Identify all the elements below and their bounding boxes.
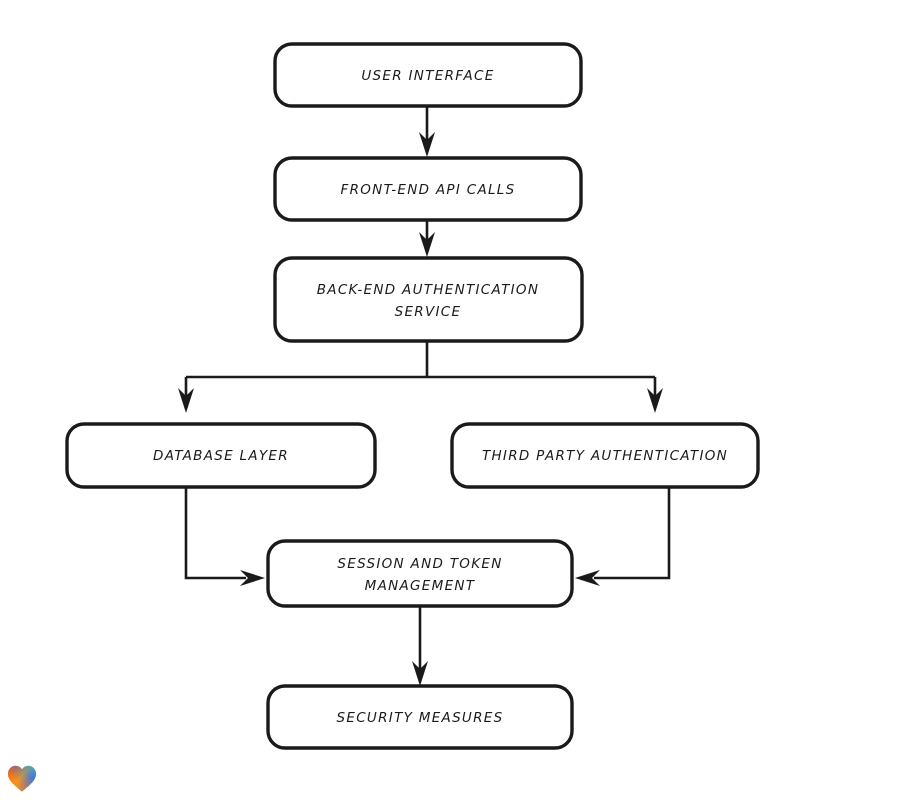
node-database-layer[interactable]: DATABASE LAYER <box>65 422 377 489</box>
node-back-end-authentication-service-box[interactable] <box>273 256 584 343</box>
node-session-and-token-management-label-line2: MANAGEMENT <box>365 578 476 594</box>
edge-backend-split <box>186 341 655 379</box>
node-back-end-authentication-service-label-line2: SERVICE <box>395 304 462 320</box>
node-front-end-api-calls-box[interactable] <box>273 156 583 222</box>
edge-ui-to-frontend <box>419 106 435 157</box>
heart-icon <box>7 765 37 792</box>
node-security-measures[interactable]: SECURITY MEASURES <box>266 684 574 750</box>
node-front-end-api-calls[interactable]: FRONT-END API CALLS <box>273 156 583 222</box>
node-third-party-authentication-label: THIRD PARTY AUTHENTICATION <box>482 448 728 464</box>
node-back-end-authentication-service[interactable]: BACK-END AUTHENTICATION SERVICE <box>273 256 584 343</box>
edge-backend-to-database <box>178 377 194 413</box>
node-session-and-token-management[interactable]: SESSION AND TOKEN MANAGEMENT <box>266 539 574 608</box>
node-session-and-token-management-box[interactable] <box>266 539 574 608</box>
node-session-and-token-management-label-line1: SESSION AND TOKEN <box>337 556 502 572</box>
node-user-interface-box[interactable] <box>273 42 583 108</box>
edge-thirdparty-to-session <box>575 487 671 586</box>
edge-backend-to-thirdparty <box>647 377 663 413</box>
node-user-interface[interactable]: USER INTERFACE <box>273 42 583 108</box>
node-security-measures-box[interactable] <box>266 684 574 750</box>
node-front-end-api-calls-label: FRONT-END API CALLS <box>341 182 516 198</box>
node-third-party-authentication-box[interactable] <box>450 422 760 489</box>
node-security-measures-label: SECURITY MEASURES <box>337 710 504 726</box>
edge-database-to-session <box>184 487 265 586</box>
edge-session-to-security <box>412 606 428 686</box>
node-back-end-authentication-service-label-line1: BACK-END AUTHENTICATION <box>317 282 540 298</box>
edge-frontend-to-backend <box>419 220 435 257</box>
node-third-party-authentication[interactable]: THIRD PARTY AUTHENTICATION <box>450 422 760 489</box>
node-database-layer-box[interactable] <box>65 422 377 489</box>
node-database-layer-label: DATABASE LAYER <box>153 448 289 464</box>
node-user-interface-label: USER INTERFACE <box>361 68 494 84</box>
